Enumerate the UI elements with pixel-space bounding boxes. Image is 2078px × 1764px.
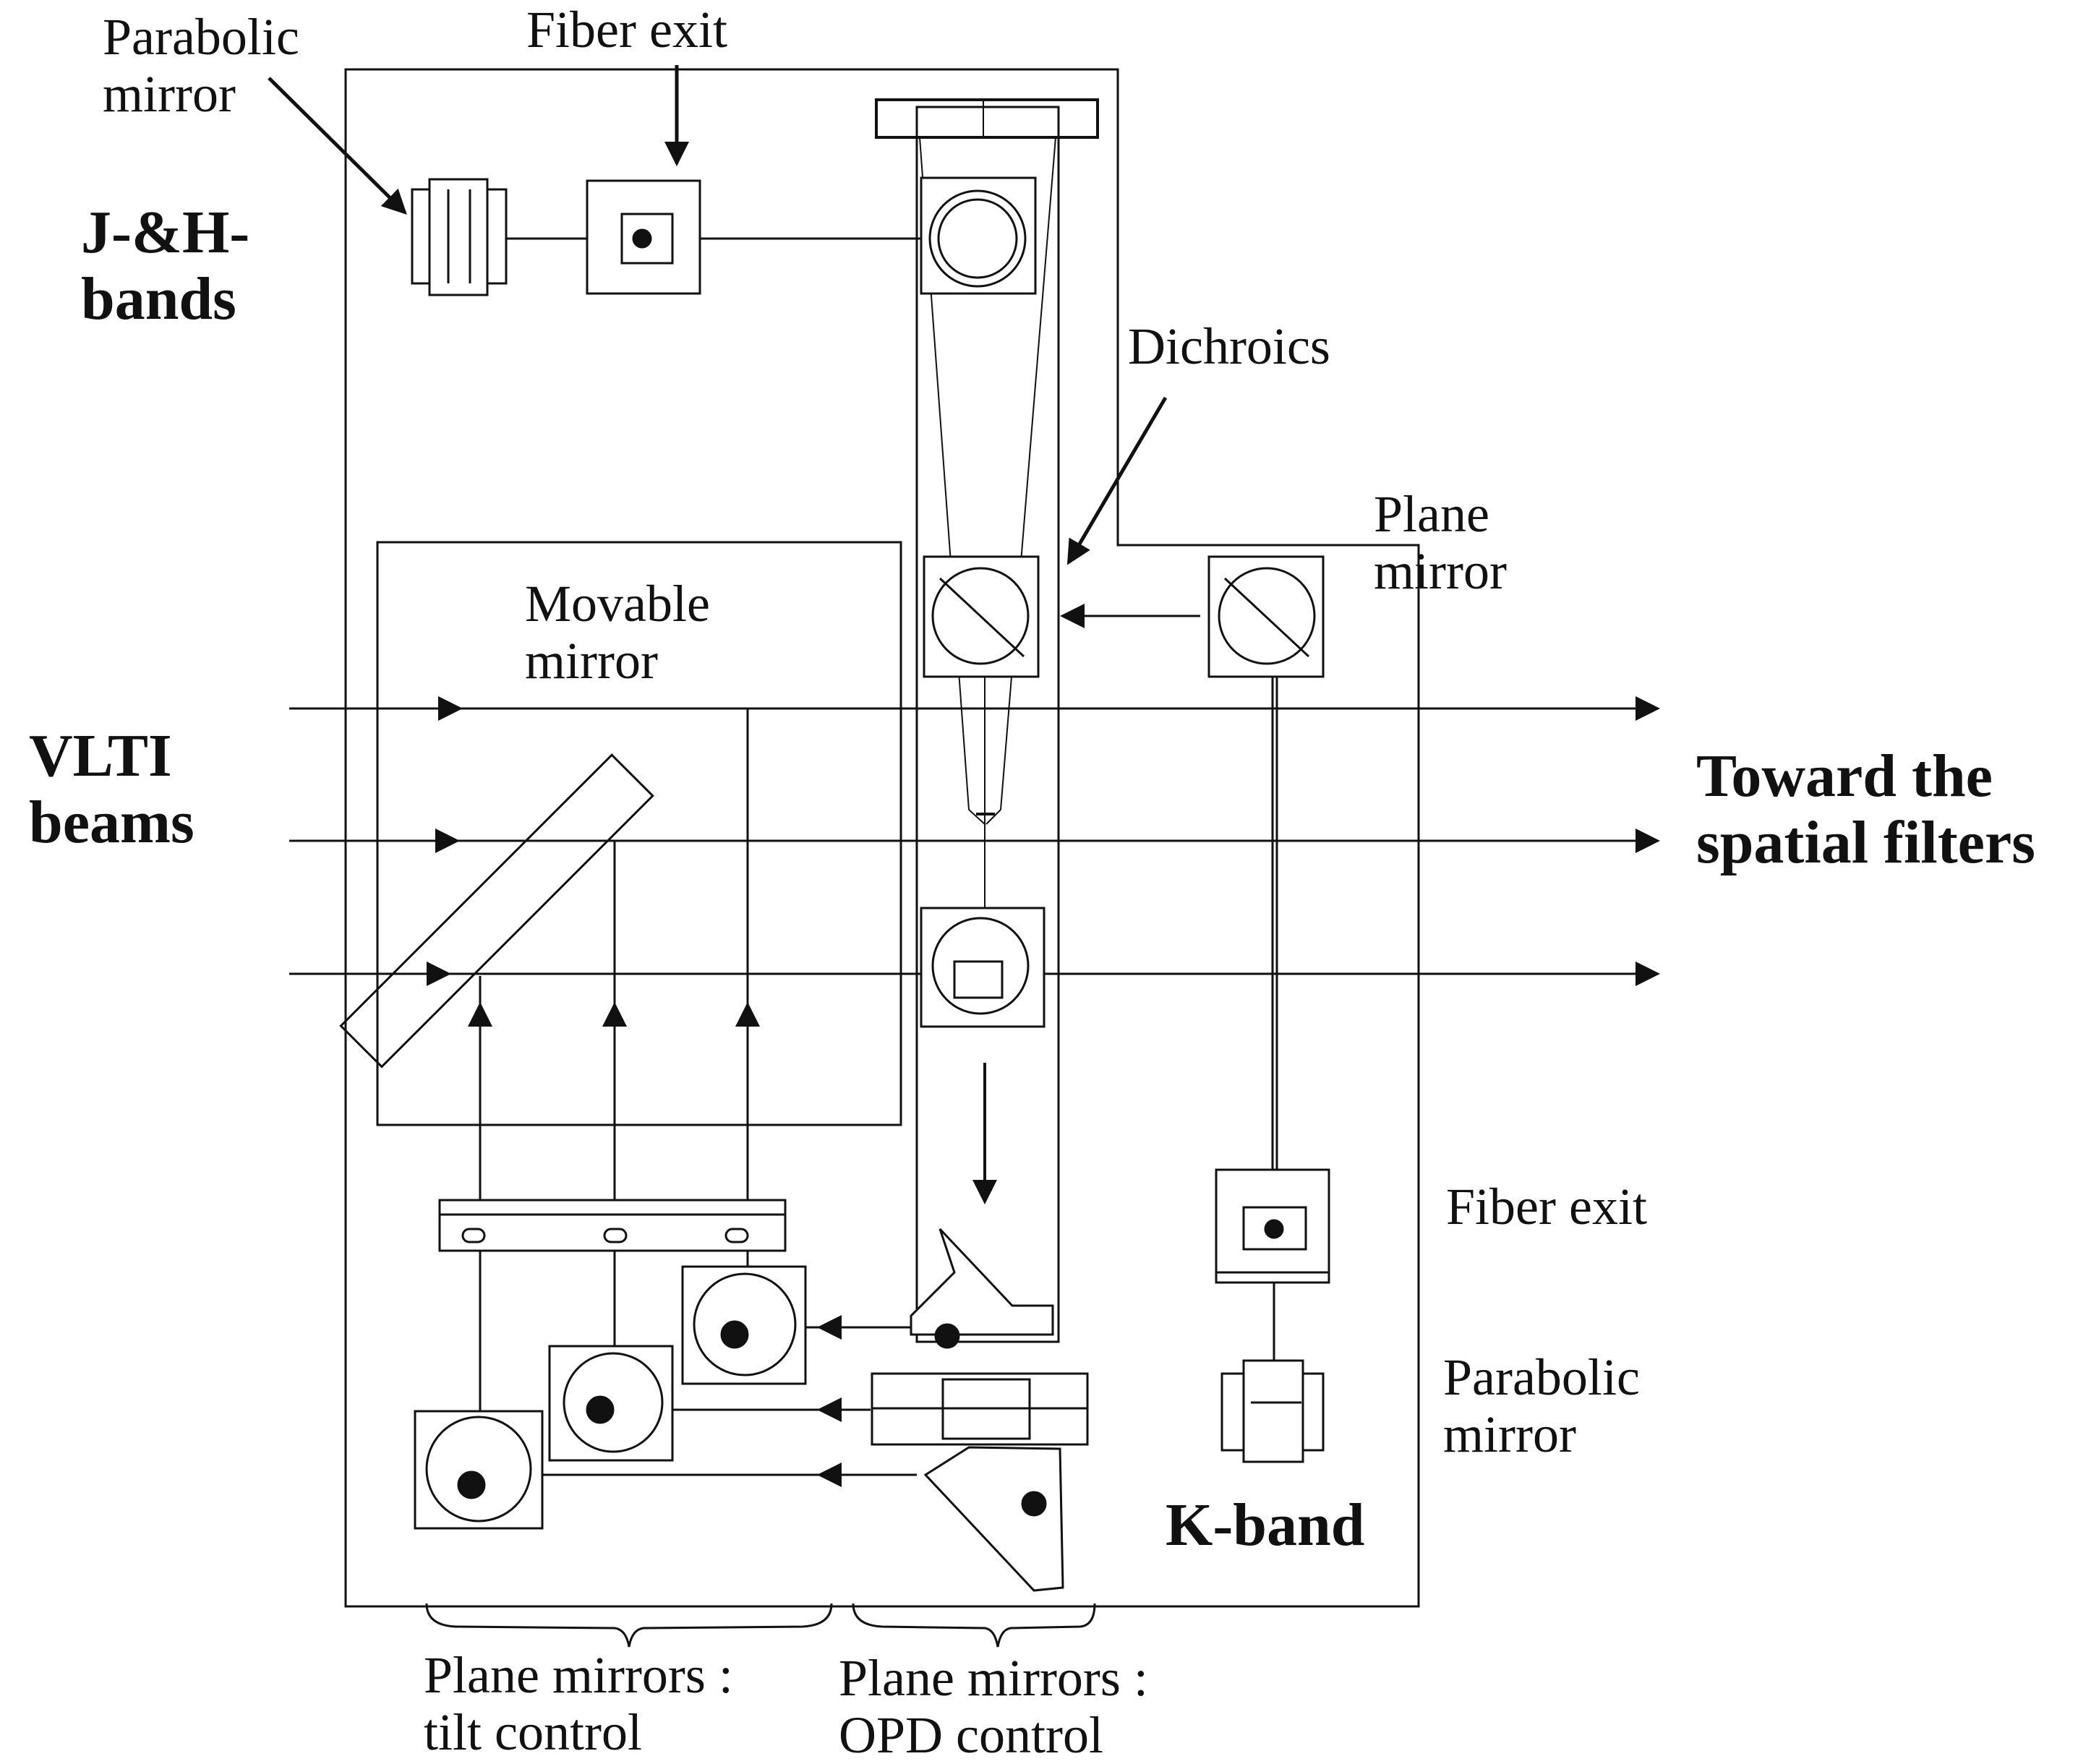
movable-mirror [339,753,654,1069]
column-parabolic-mount [920,176,1037,295]
fiber-exit-right-mount [1215,1168,1330,1284]
label-dichroics: Dichroics [1128,317,1330,375]
label-movable-mirror: Movable mirror [525,575,710,690]
opd-mirror-3 [923,1446,1064,1592]
movable-mirror-zone [376,541,902,1126]
dichroic-column [915,106,1060,1343]
label-k-band: K-band [1166,1491,1365,1559]
tilt-mirror-3 [681,1265,807,1385]
pointer-dichroics [1066,396,1168,565]
label-vlti-beams: VLTI beams [29,722,194,857]
label-plane-mirrors-opd: Plane mirrors : OPD control [839,1649,1148,1764]
brace-tilt [425,1603,833,1648]
tilt-mirror-1 [414,1410,544,1530]
label-fiber-exit-right: Fiber exit [1446,1178,1647,1236]
plane-mirror-mount [1207,555,1325,678]
opd-mirror-1 [910,1228,1054,1349]
label-parabolic-mirror-top: Parabolic mirror [103,8,299,124]
opd-mirror-2 [871,1372,1089,1446]
fiber-exit-top-mount [586,179,701,295]
bench-outline [344,68,1420,1608]
pointer-parabolic-top [268,77,407,215]
label-plane-mirror: Plane mirror [1374,485,1507,601]
tilt-bar [438,1199,787,1252]
brace-opd [852,1603,1096,1648]
k-dichroic-mount [920,907,1046,1028]
parabolic-mirror-right-mount [1220,1359,1325,1463]
tilt-mirror-2 [548,1345,674,1462]
label-plane-mirrors-tilt: Plane mirrors : tilt control [424,1646,733,1762]
label-fiber-exit-top: Fiber exit [526,1,727,59]
label-jh-bands: J-&H- bands [81,199,250,333]
top-plate [875,98,1099,139]
dichroic-mount [923,555,1040,678]
parabolic-mirror-top-mount [411,178,508,296]
label-toward-spatial-filters: Toward the spatial filters [1696,742,2035,877]
label-parabolic-mirror-right: Parabolic mirror [1443,1348,1640,1464]
